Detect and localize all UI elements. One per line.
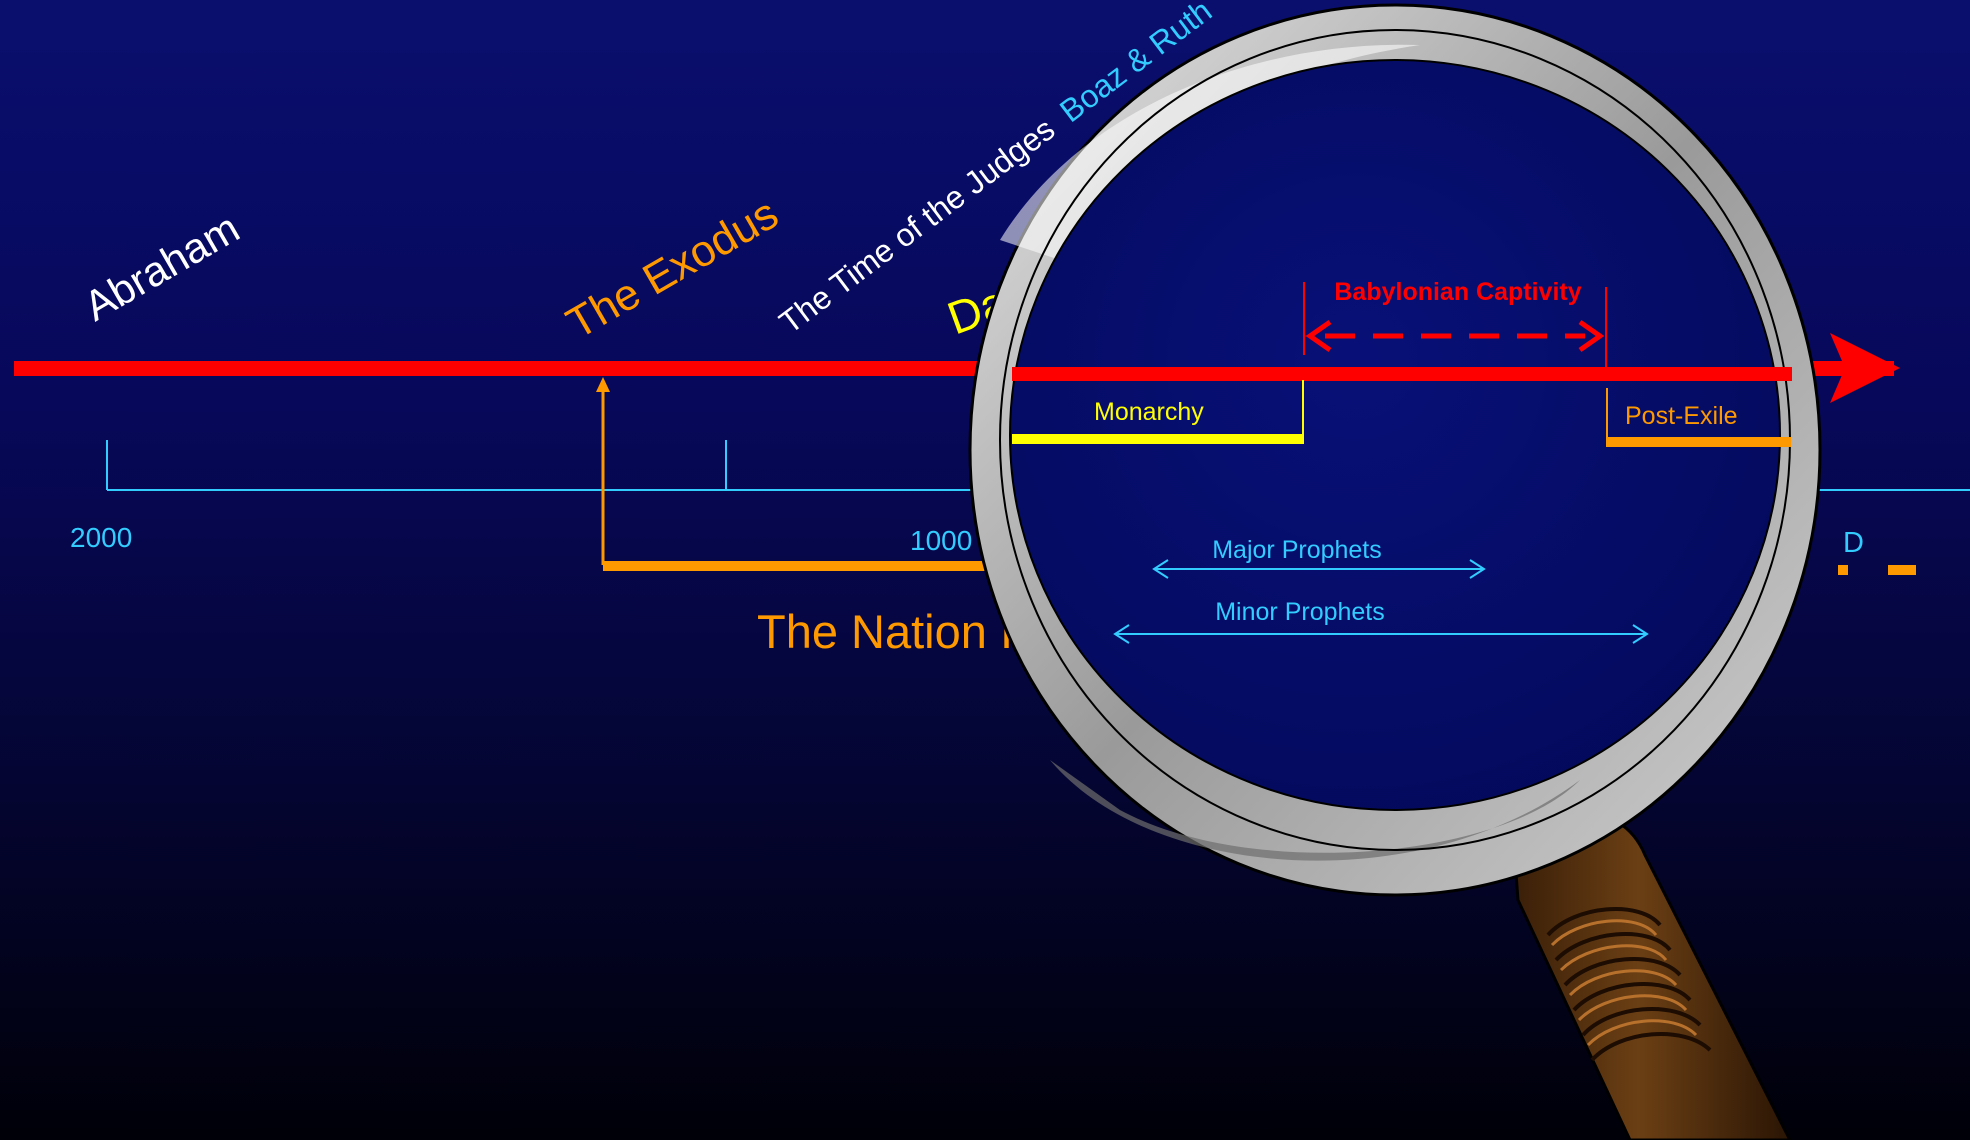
ad-label-partial: D xyxy=(1843,527,1864,559)
abraham-label: Abraham xyxy=(76,204,247,330)
magnifying-glass-icon xyxy=(970,5,1820,1140)
magnified-timeline-bar xyxy=(1012,367,1792,381)
monarchy-bar xyxy=(1012,434,1304,444)
monarchy-label: Monarchy xyxy=(1094,398,1204,426)
orange-dash-1 xyxy=(1838,565,1848,575)
scale-label-1000: 1000 xyxy=(910,525,972,556)
minor-prophets-label: Minor Prophets xyxy=(1215,598,1385,626)
scale-label-2000: 2000 xyxy=(70,522,132,553)
major-prophets-label: Major Prophets xyxy=(1212,536,1382,564)
nation-bar xyxy=(603,561,1023,571)
post-exile-label: Post-Exile xyxy=(1625,402,1738,430)
exodus-label: The Exodus xyxy=(559,189,787,349)
orange-dash-2 xyxy=(1888,565,1916,575)
babylonian-captivity-label: Babylonian Captivity xyxy=(1334,278,1581,306)
post-exile-bar xyxy=(1606,437,1791,447)
nation-label: The Nation Is xyxy=(757,605,1037,658)
